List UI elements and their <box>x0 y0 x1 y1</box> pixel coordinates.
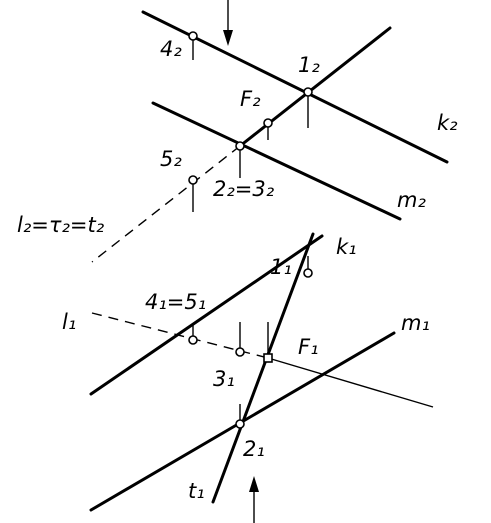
label-2eq3-2: 2₂=3₂ <box>213 177 275 201</box>
label-4-2: 4₂ <box>160 37 182 61</box>
label-lt2: l₂=τ₂=t₂ <box>17 213 105 237</box>
line-l2-dashed <box>91 145 241 263</box>
label-4eq5-1: 4₁=5₁ <box>145 290 206 314</box>
line-k1 <box>89 234 324 396</box>
point-1-1 <box>303 268 313 278</box>
label-k1: k₁ <box>336 235 357 259</box>
line-m2 <box>151 101 402 221</box>
label-t1: t₁ <box>188 479 205 503</box>
line-l2-solid <box>238 26 392 148</box>
point-F1 <box>263 353 273 363</box>
arrow-down-icon <box>223 0 233 46</box>
label-F2: F₂ <box>240 87 261 111</box>
line-l1-dashed <box>91 312 269 359</box>
point-4-2 <box>188 31 198 41</box>
label-l1: l₁ <box>62 310 76 334</box>
label-3-1: 3₁ <box>213 367 235 391</box>
point-3-1 <box>235 347 245 357</box>
label-F1: F₁ <box>298 335 319 359</box>
label-2-1: 2₁ <box>243 437 265 461</box>
label-m2: m₂ <box>397 188 426 212</box>
line-l1-solid <box>267 357 434 408</box>
point-2-1 <box>235 419 245 429</box>
point-1-2 <box>303 87 313 97</box>
line-t1 <box>211 232 315 504</box>
point-F2 <box>263 118 273 128</box>
label-1-2: 1₂ <box>298 53 320 77</box>
arrow-up-icon <box>249 476 259 523</box>
label-k2: k₂ <box>437 111 458 135</box>
point-4-1 <box>188 335 198 345</box>
point-5-2 <box>188 175 198 185</box>
label-5-2: 5₂ <box>160 147 182 171</box>
label-1-1: 1₁ <box>270 255 292 279</box>
point-2-2 <box>235 141 245 151</box>
label-m1: m₁ <box>401 311 430 335</box>
